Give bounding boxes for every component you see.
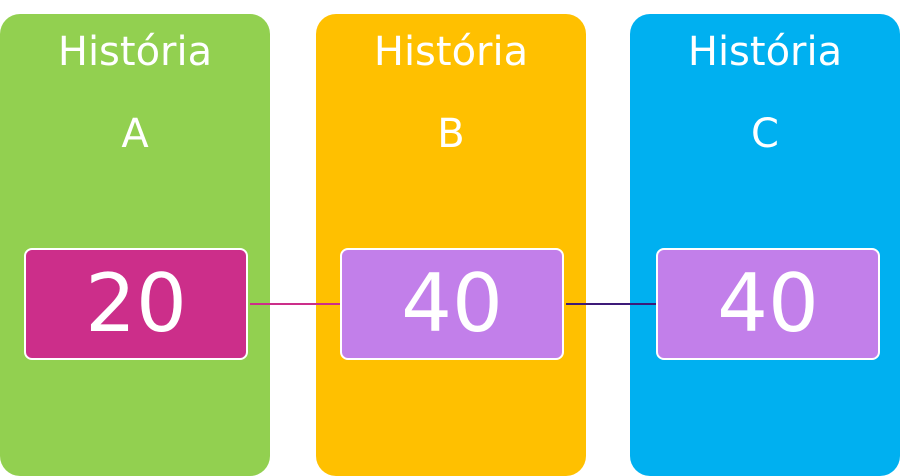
story-title: História bbox=[57, 29, 213, 75]
story-letter: A bbox=[121, 111, 149, 157]
story-letter: B bbox=[437, 111, 465, 157]
connector-b-c bbox=[566, 303, 656, 305]
value-box-a: 20 bbox=[24, 248, 248, 360]
value-box-c: 40 bbox=[656, 248, 880, 360]
connector-a-b bbox=[250, 303, 340, 305]
story-column-a: História A bbox=[0, 14, 270, 476]
value-box-b: 40 bbox=[340, 248, 564, 360]
story-column-b: História B bbox=[316, 14, 586, 476]
story-column-c: História C bbox=[630, 14, 900, 476]
story-letter: C bbox=[751, 111, 779, 157]
story-title: História bbox=[687, 29, 843, 75]
story-title: História bbox=[373, 29, 529, 75]
